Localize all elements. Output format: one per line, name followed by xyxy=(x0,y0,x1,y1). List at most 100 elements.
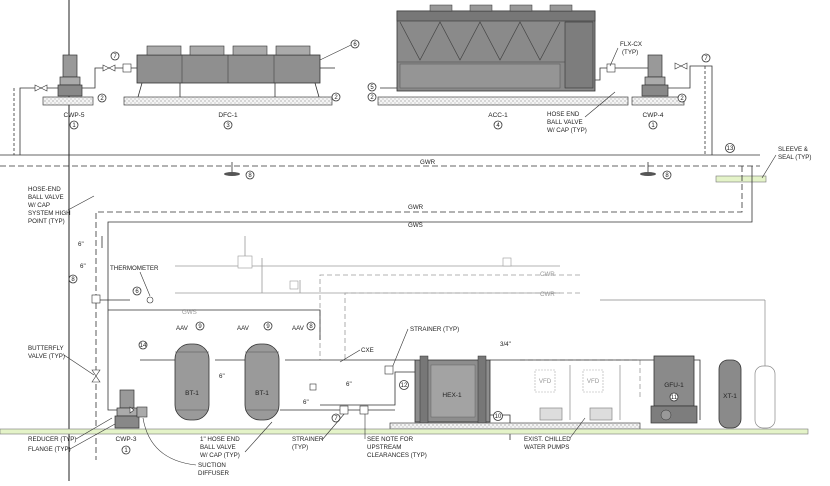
dfc1-tag: DFC-1 xyxy=(218,112,238,119)
key-note-8a: 8 xyxy=(245,170,255,180)
strainer-top-label: STRAINER (TYP) xyxy=(410,326,459,333)
hose-end-top-l3: W/ CAP (TYP) xyxy=(547,127,587,134)
aav-label-2: AAV xyxy=(237,325,250,332)
gwr-gws-lower xyxy=(95,166,753,460)
strainer-bottom-leader xyxy=(321,412,346,441)
butterfly-leader xyxy=(63,354,95,376)
key-note-13: 13 xyxy=(725,143,735,153)
reducer-leader xyxy=(75,417,113,440)
existing-tank xyxy=(600,299,776,429)
gws-label-1: GWS xyxy=(408,222,423,229)
svg-text:8: 8 xyxy=(248,173,252,179)
key-note-8b: 8 xyxy=(662,170,672,180)
key-note-7c: 7 xyxy=(331,413,341,423)
svg-text:7: 7 xyxy=(113,54,117,60)
flx-cx-typ: (TYP) xyxy=(622,49,638,56)
key-note-6: 6 xyxy=(350,39,360,49)
hose-end-high-l1: HOSE-END xyxy=(28,186,61,193)
cwp5-tag: CWP-5 xyxy=(64,112,85,119)
hose-end-top-l1: HOSE END xyxy=(547,111,580,118)
bt1b-tag: BT-1 xyxy=(255,390,269,397)
aav-label-1: AAV xyxy=(176,325,189,332)
pad-acc1 xyxy=(377,96,629,106)
pad-bottom xyxy=(389,422,641,430)
buffer-tank-2 xyxy=(244,343,280,421)
suction-diffuser-l1: SUCTION xyxy=(198,462,226,469)
sleeve-leader xyxy=(761,154,777,179)
key-note-9b: 9 xyxy=(263,321,273,331)
svg-text:1: 1 xyxy=(651,123,655,129)
hose-end-bottom-l3: W/ CAP (TYP) xyxy=(200,452,240,459)
left-risers xyxy=(96,236,130,411)
flange-label: FLANGE (TYP) xyxy=(28,446,71,453)
cwp4-tag: CWP-4 xyxy=(643,112,664,119)
svg-text:10: 10 xyxy=(495,414,502,420)
svg-text:8: 8 xyxy=(665,173,669,179)
suction-diffuser-leader xyxy=(142,417,197,466)
svg-text:12: 12 xyxy=(401,383,408,389)
svg-text:1: 1 xyxy=(124,448,128,454)
svg-text:14: 14 xyxy=(140,343,147,349)
thermometer-label: THERMOMETER xyxy=(110,265,159,272)
key-note-6b: 6 xyxy=(132,286,142,296)
gwr-label-1: GWR xyxy=(420,159,436,166)
bt1a-tag: BT-1 xyxy=(185,390,199,397)
buffer-tank-1 xyxy=(174,343,210,421)
top-piping xyxy=(13,65,713,155)
svg-text:5: 5 xyxy=(370,85,374,91)
svg-text:6: 6 xyxy=(353,42,357,48)
exist-pumps-leader xyxy=(569,417,586,439)
flx-cx-leader xyxy=(609,47,619,67)
cwp3-tag: CWP-3 xyxy=(116,436,137,443)
key-note-14: 14 xyxy=(138,340,148,350)
xt1-tag: XT-1 xyxy=(723,393,737,400)
hose-end-bottom-l1: 1" HOSE END xyxy=(200,436,240,443)
flx-cx-label: FLX-CX xyxy=(620,41,642,48)
svg-text:11: 11 xyxy=(671,395,678,401)
air-cooled-chiller-acc1 xyxy=(396,4,596,92)
vfd-box-1 xyxy=(534,369,556,393)
hose-end-high-l3: W/ CAP xyxy=(28,202,50,209)
vfd-box-2 xyxy=(582,369,604,393)
vfd-label-1: VFD xyxy=(539,378,552,385)
hose-end-top-l2: BALL VALVE xyxy=(547,119,583,126)
key-note-8c: 8 xyxy=(68,274,78,284)
floor-slab xyxy=(0,428,809,435)
glycol-fill-unit-gfu1 xyxy=(650,355,698,424)
size-6a: 6" xyxy=(78,241,84,248)
svg-text:2: 2 xyxy=(370,95,374,101)
cxe-leader xyxy=(339,349,361,363)
svg-text:8: 8 xyxy=(309,324,313,330)
sleeve-seal-l2: SEAL (TYP) xyxy=(778,154,811,161)
key-note-7a: 7 xyxy=(110,51,120,61)
svg-text:2: 2 xyxy=(100,96,104,102)
svg-text:7: 7 xyxy=(334,416,338,422)
aav-label-3: AAV xyxy=(292,325,305,332)
strainer-bottom-l1: STRAINER xyxy=(292,436,324,443)
cwp4-num: 1 xyxy=(648,120,658,130)
key-note-9a: 9 xyxy=(195,321,205,331)
see-note-l3: CLEARANCES (TYP) xyxy=(367,452,427,459)
key-note-2c: 2 xyxy=(367,92,377,102)
svg-text:2: 2 xyxy=(334,95,338,101)
svg-text:8: 8 xyxy=(71,277,75,283)
gwr-label-2: GWR xyxy=(408,204,424,211)
leader-6 xyxy=(319,44,352,61)
acc1-tag: ACC-1 xyxy=(488,112,508,119)
thermometer-leader xyxy=(139,271,151,297)
existing-grey-piping xyxy=(175,236,560,294)
svg-text:9: 9 xyxy=(266,324,270,330)
vfd-label-2: VFD xyxy=(587,378,600,385)
butterfly-l2: VALVE (TYP) xyxy=(28,353,65,360)
pad-cwp5 xyxy=(42,96,94,106)
size-6b: 6" xyxy=(80,263,86,270)
gwr-main-upper xyxy=(0,154,760,167)
exist-pumps-l1: EXIST. CHILLED xyxy=(524,436,571,443)
pump-cwp4 xyxy=(641,54,669,97)
heat-exchanger-hex1 xyxy=(414,355,491,427)
pump-cwp5 xyxy=(57,54,83,97)
sleeve-seal-l1: SLEEVE & xyxy=(778,146,809,153)
size-6c: 6" xyxy=(219,373,225,380)
